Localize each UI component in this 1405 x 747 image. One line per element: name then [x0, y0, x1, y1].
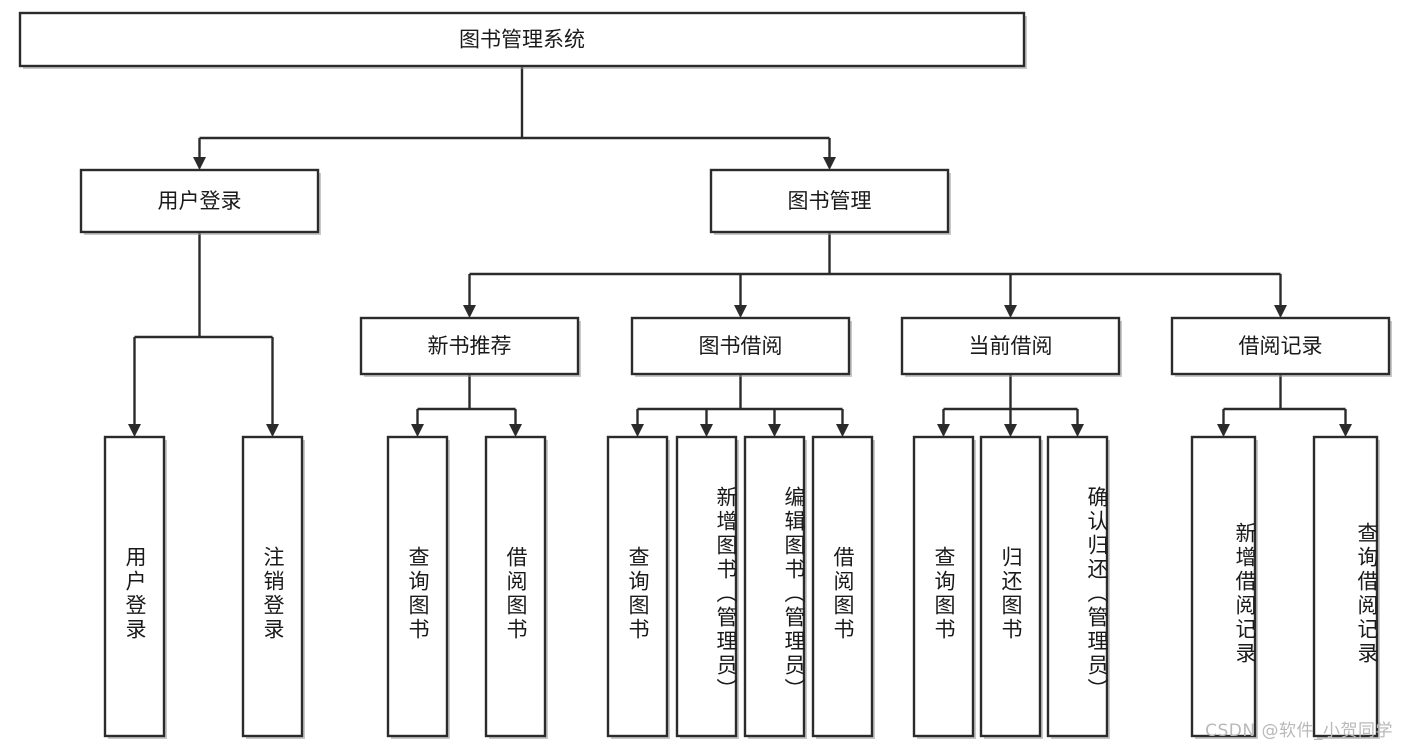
node-root[interactable]: 图书管理系统 [18, 11, 1027, 69]
arrow-head-icon [509, 424, 522, 437]
node-leaf-logout[interactable] [241, 435, 305, 739]
node-label: 当前借阅 [969, 334, 1053, 358]
arrow-head-icon [463, 305, 476, 318]
arrow-head-icon [700, 424, 713, 437]
arrow-head-icon [1004, 424, 1017, 437]
arrow-head-icon [128, 424, 141, 437]
node-leaf-query-book-new[interactable] [386, 435, 450, 739]
node-leaf-query-record[interactable] [1312, 435, 1380, 739]
arrow-head-icon [1274, 305, 1287, 318]
arrow-head-icon [1004, 305, 1017, 318]
connector-lines [128, 66, 1352, 437]
node-label: 图书管理 [788, 189, 872, 213]
arrow-head-icon [411, 424, 424, 437]
arrow-head-icon [836, 424, 849, 437]
arrow-head-icon [1071, 424, 1084, 437]
node-book-borrow[interactable]: 图书借阅 [630, 316, 852, 377]
node-label: 借阅记录 [1239, 334, 1323, 358]
arrow-head-icon [823, 157, 836, 170]
node-leaf-add-record[interactable] [1190, 435, 1258, 739]
arrow-head-icon [768, 424, 781, 437]
arrow-head-icon [193, 157, 206, 170]
node-leaf-user-login[interactable] [103, 435, 167, 739]
arrow-head-icon [937, 424, 950, 437]
node-label: 新书推荐 [428, 334, 512, 358]
arrow-head-icon [266, 424, 279, 437]
node-label: 图书借阅 [699, 334, 783, 358]
node-leaf-query-book-c[interactable] [912, 435, 976, 739]
node-leaf-return-book[interactable] [979, 435, 1043, 739]
node-leaf-add-book[interactable] [675, 435, 739, 739]
arrow-head-icon [734, 305, 747, 318]
node-current-borrow[interactable]: 当前借阅 [900, 316, 1122, 377]
node-leaf-borrow-book-new[interactable] [484, 435, 548, 739]
watermark-text: CSDN @软件_小贺同学 [1205, 721, 1393, 741]
node-new-book-recommend[interactable]: 新书推荐 [359, 316, 581, 377]
arrow-head-icon [631, 424, 644, 437]
node-leaf-edit-book[interactable] [743, 435, 807, 739]
arrow-head-icon [1217, 424, 1230, 437]
node-label: 图书管理系统 [459, 28, 585, 52]
node-leaf-confirm-return[interactable] [1046, 435, 1110, 739]
node-leaf-borrow-book-b[interactable] [811, 435, 875, 739]
node-label: 用户登录 [158, 189, 242, 213]
node-book-manage[interactable]: 图书管理 [709, 168, 951, 235]
node-user-login[interactable]: 用户登录 [79, 168, 321, 235]
arrow-head-icon [1339, 424, 1352, 437]
node-borrow-record[interactable]: 借阅记录 [1170, 316, 1392, 377]
node-leaf-query-book-b[interactable] [606, 435, 670, 739]
